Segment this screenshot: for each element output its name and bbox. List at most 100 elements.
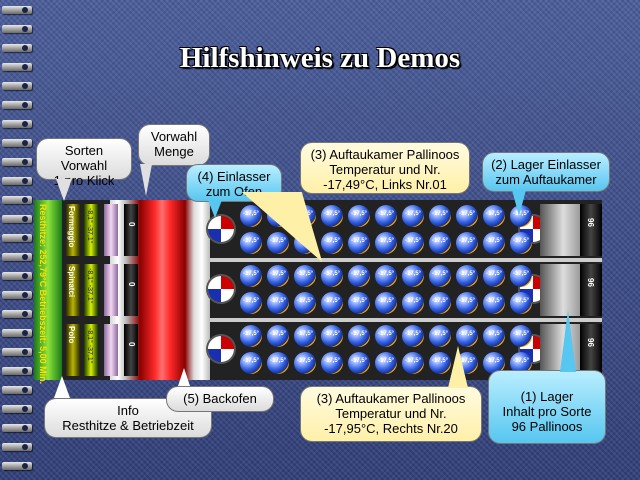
pallinoo-ball[interactable]: -17,5° <box>294 205 316 227</box>
callout-lager-einlasser: (2) Lager Einlasser zum Auftaukamer <box>482 152 610 192</box>
pallinoo-ball[interactable]: -17,5° <box>483 292 505 314</box>
binding-ring <box>2 101 32 109</box>
binding-hole <box>22 311 28 317</box>
pallinoo-ball[interactable]: -17,5° <box>375 352 397 374</box>
pallinoo-ball[interactable]: -17,5° <box>429 205 451 227</box>
preselect-bar <box>104 264 118 316</box>
sort-select-button[interactable]: Spinatci <box>66 264 80 316</box>
pallinoo-ball[interactable]: -17,5° <box>456 205 478 227</box>
pallinoo-ball[interactable]: -17,5° <box>510 265 532 287</box>
callout-tail <box>208 200 222 218</box>
pallinoo-ball[interactable]: -17,5° <box>321 265 343 287</box>
pallinoo-ball[interactable]: -17,5° <box>321 352 343 374</box>
pallinoo-ball[interactable]: -17,5° <box>294 325 316 347</box>
ball-temp-label: -17,5° <box>432 298 449 304</box>
pallinoo-ball[interactable]: -17,5° <box>402 292 424 314</box>
pallinoo-ball[interactable]: -17,5° <box>402 265 424 287</box>
binding-ring <box>2 82 32 90</box>
pallinoo-ball[interactable]: -17,5° <box>294 292 316 314</box>
ball-temp-label: -17,5° <box>513 271 530 277</box>
machine-row: Polo -8,1° -37,1° 0 96 -17,5°-17,5°-17,5… <box>64 322 602 378</box>
oven-inlet-gate-icon[interactable] <box>208 276 234 302</box>
binding-hole <box>22 235 28 241</box>
pallinoo-ball[interactable]: -17,5° <box>240 205 262 227</box>
pallinoo-ball[interactable]: -17,5° <box>456 265 478 287</box>
pallinoo-ball[interactable]: -17,5° <box>348 352 370 374</box>
pallinoo-ball[interactable]: -17,5° <box>240 325 262 347</box>
pallinoo-ball[interactable]: -17,5° <box>483 205 505 227</box>
quantity-button[interactable]: 0 <box>124 264 138 316</box>
pallinoo-ball[interactable]: -17,5° <box>375 292 397 314</box>
sort-select-button[interactable]: Formaggio <box>66 204 80 256</box>
pallinoo-ball[interactable]: -17,5° <box>375 205 397 227</box>
binding-ring <box>2 367 32 375</box>
binding-hole <box>22 140 28 146</box>
pallinoo-ball[interactable]: -17,5° <box>321 205 343 227</box>
oven-inlet-gate-icon[interactable] <box>208 216 234 242</box>
pallinoo-ball[interactable]: -17,5° <box>483 265 505 287</box>
pallinoo-ball[interactable]: -17,5° <box>510 325 532 347</box>
oven-inlet-gate-icon[interactable] <box>208 336 234 362</box>
pallinoo-ball[interactable]: -17,5° <box>375 325 397 347</box>
binding-ring <box>2 405 32 413</box>
pallinoo-ball[interactable]: -17,5° <box>456 232 478 254</box>
pallinoo-ball[interactable]: -17,5° <box>510 292 532 314</box>
pallinoo-ball[interactable]: -17,5° <box>240 292 262 314</box>
pallinoo-ball[interactable]: -17,5° <box>429 325 451 347</box>
pallinoo-ball[interactable]: -17,5° <box>267 352 289 374</box>
quantity-button[interactable]: 0 <box>124 324 138 376</box>
pallinoo-ball[interactable]: -17,5° <box>348 325 370 347</box>
ball-temp-label: -17,5° <box>351 238 368 244</box>
pallinoo-ball[interactable]: -17,5° <box>321 325 343 347</box>
pallinoo-ball[interactable]: -17,5° <box>267 265 289 287</box>
pallinoo-ball[interactable]: -17,5° <box>267 205 289 227</box>
pallinoo-ball[interactable]: -17,5° <box>456 292 478 314</box>
pallinoo-ball[interactable]: -17,5° <box>294 265 316 287</box>
pallinoo-ball[interactable]: -17,5° <box>294 352 316 374</box>
pallinoo-ball[interactable]: -17,5° <box>240 352 262 374</box>
callout-tail <box>512 190 526 216</box>
binding-hole <box>22 387 28 393</box>
pallinoo-ball[interactable]: -17,5° <box>267 232 289 254</box>
pallinoo-ball[interactable]: -17,5° <box>348 265 370 287</box>
binding-hole <box>22 463 28 469</box>
ball-temp-label: -17,5° <box>432 238 449 244</box>
sort-select-button[interactable]: Polo <box>66 324 80 376</box>
pallinoo-ball[interactable]: -17,5° <box>429 232 451 254</box>
pallinoo-ball[interactable]: -17,5° <box>402 352 424 374</box>
pallinoo-ball[interactable]: -17,5° <box>429 265 451 287</box>
ball-temp-label: -17,5° <box>513 298 530 304</box>
pallinoo-ball[interactable]: -17,5° <box>267 292 289 314</box>
binding-hole <box>22 425 28 431</box>
callout-einlasser-ofen: (4) Einlasser zum Ofen <box>186 164 282 202</box>
quantity-button[interactable]: 0 <box>124 204 138 256</box>
pallinoo-ball[interactable]: -17,5° <box>348 292 370 314</box>
pallinoo-ball[interactable]: -17,5° <box>348 232 370 254</box>
pallinoo-ball[interactable]: -17,5° <box>402 232 424 254</box>
pallinoo-ball[interactable]: -17,5° <box>240 232 262 254</box>
ball-temp-label: -17,5° <box>405 238 422 244</box>
pallinoo-ball[interactable]: -17,5° <box>510 352 532 374</box>
ball-temp-label: -17,5° <box>378 331 395 337</box>
pallinoo-ball[interactable]: -17,5° <box>429 352 451 374</box>
pallinoo-ball[interactable]: -17,5° <box>429 292 451 314</box>
pallinoo-ball[interactable]: -17,5° <box>294 232 316 254</box>
pallinoo-ball[interactable]: -17,5° <box>456 325 478 347</box>
pallinoo-ball[interactable]: -17,5° <box>375 232 397 254</box>
pallinoo-ball[interactable]: -17,5° <box>348 205 370 227</box>
ball-temp-label: -17,5° <box>270 271 287 277</box>
pallinoo-ball[interactable]: -17,5° <box>267 325 289 347</box>
pallinoo-ball[interactable]: -17,5° <box>510 232 532 254</box>
pallinoo-ball[interactable]: -17,5° <box>483 325 505 347</box>
pallinoo-ball[interactable]: -17,5° <box>240 265 262 287</box>
pallinoo-ball[interactable]: -17,5° <box>321 292 343 314</box>
pallinoo-ball[interactable]: -17,5° <box>483 352 505 374</box>
ball-temp-label: -17,5° <box>324 298 341 304</box>
temp-label: -8,1° -37,1° <box>86 208 93 244</box>
pallinoo-ball[interactable]: -17,5° <box>402 325 424 347</box>
pallinoo-ball[interactable]: -17,5° <box>375 265 397 287</box>
pallinoo-ball[interactable]: -17,5° <box>402 205 424 227</box>
binding-hole <box>22 254 28 260</box>
pallinoo-ball[interactable]: -17,5° <box>321 232 343 254</box>
pallinoo-ball[interactable]: -17,5° <box>483 232 505 254</box>
